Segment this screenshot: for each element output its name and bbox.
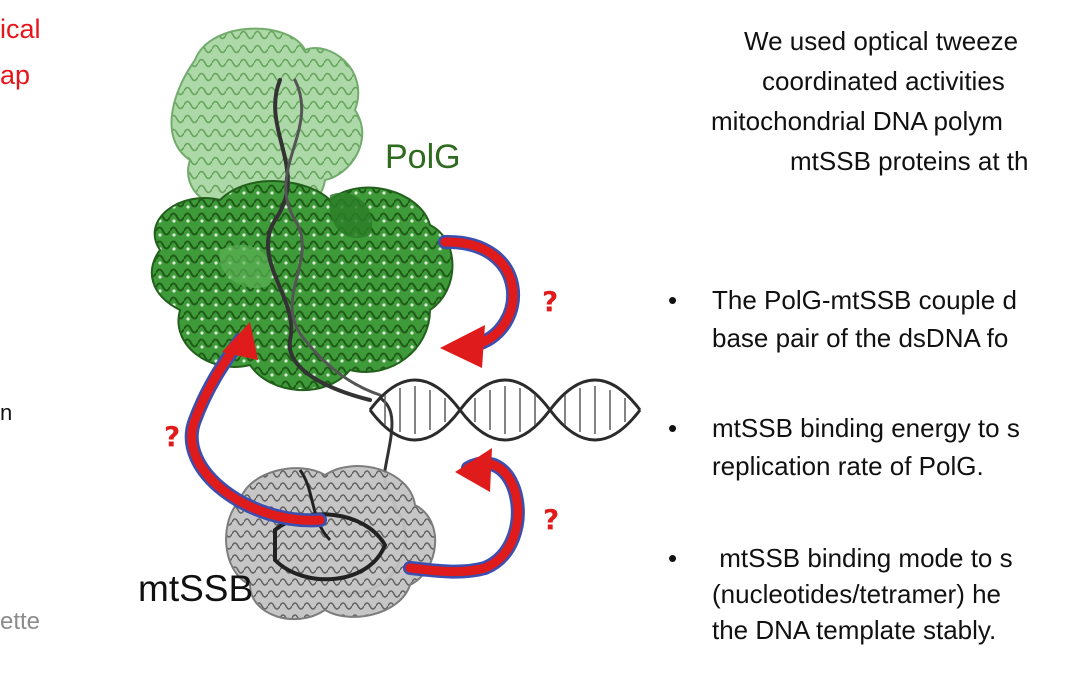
question-mark-top-right: ? <box>542 285 559 318</box>
question-mark-bottom-right: ? <box>543 503 560 536</box>
bullet-marker: • <box>668 285 678 315</box>
polg-mtssb-dna-illustration <box>150 27 642 620</box>
mtssb-label: mtSSB <box>138 568 254 609</box>
bullet-3-line-2: (nucleotides/tetramer) he <box>712 579 1002 609</box>
bullet-2-line-2: replication rate of PolG. <box>712 451 984 481</box>
mtssb-tetramer <box>225 465 437 620</box>
polg-main-domain <box>150 180 454 391</box>
bullet-3-line-1: mtSSB binding mode to s <box>712 543 1013 573</box>
question-mark-left: ? <box>164 420 181 453</box>
interaction-arrow-dna-to-mtssb <box>403 448 525 579</box>
bullet-marker: • <box>668 413 678 443</box>
interaction-arrow-polg-to-dna <box>438 234 521 368</box>
intro-line-2: coordinated activities <box>762 66 1005 96</box>
bullet-3-line-3: the DNA template stably. <box>712 615 997 645</box>
bullet-marker: • <box>668 543 678 573</box>
interaction-arrow-mtssb-to-polg <box>184 322 327 528</box>
bullet-1-line-1: The PolG-mtSSB couple d <box>712 285 1017 315</box>
dsdna-helix <box>368 378 642 442</box>
left-black-text-fragment: n <box>0 400 13 425</box>
left-red-text-line-1: ical <box>0 14 41 44</box>
left-red-text-line-2: ap <box>0 60 31 90</box>
bullet-2-line-1: mtSSB binding energy to s <box>712 413 1020 443</box>
bullet-1-line-2: base pair of the dsDNA fo <box>712 323 1009 353</box>
intro-line-4: mtSSB proteins at th <box>790 146 1029 176</box>
left-gray-text-fragment: ette <box>0 608 41 635</box>
intro-line-3: mitochondrial DNA polym <box>711 106 1003 136</box>
polg-upper-domain <box>170 27 364 217</box>
polg-label: PolG <box>385 138 461 176</box>
intro-line-1: We used optical tweeze <box>744 26 1019 56</box>
